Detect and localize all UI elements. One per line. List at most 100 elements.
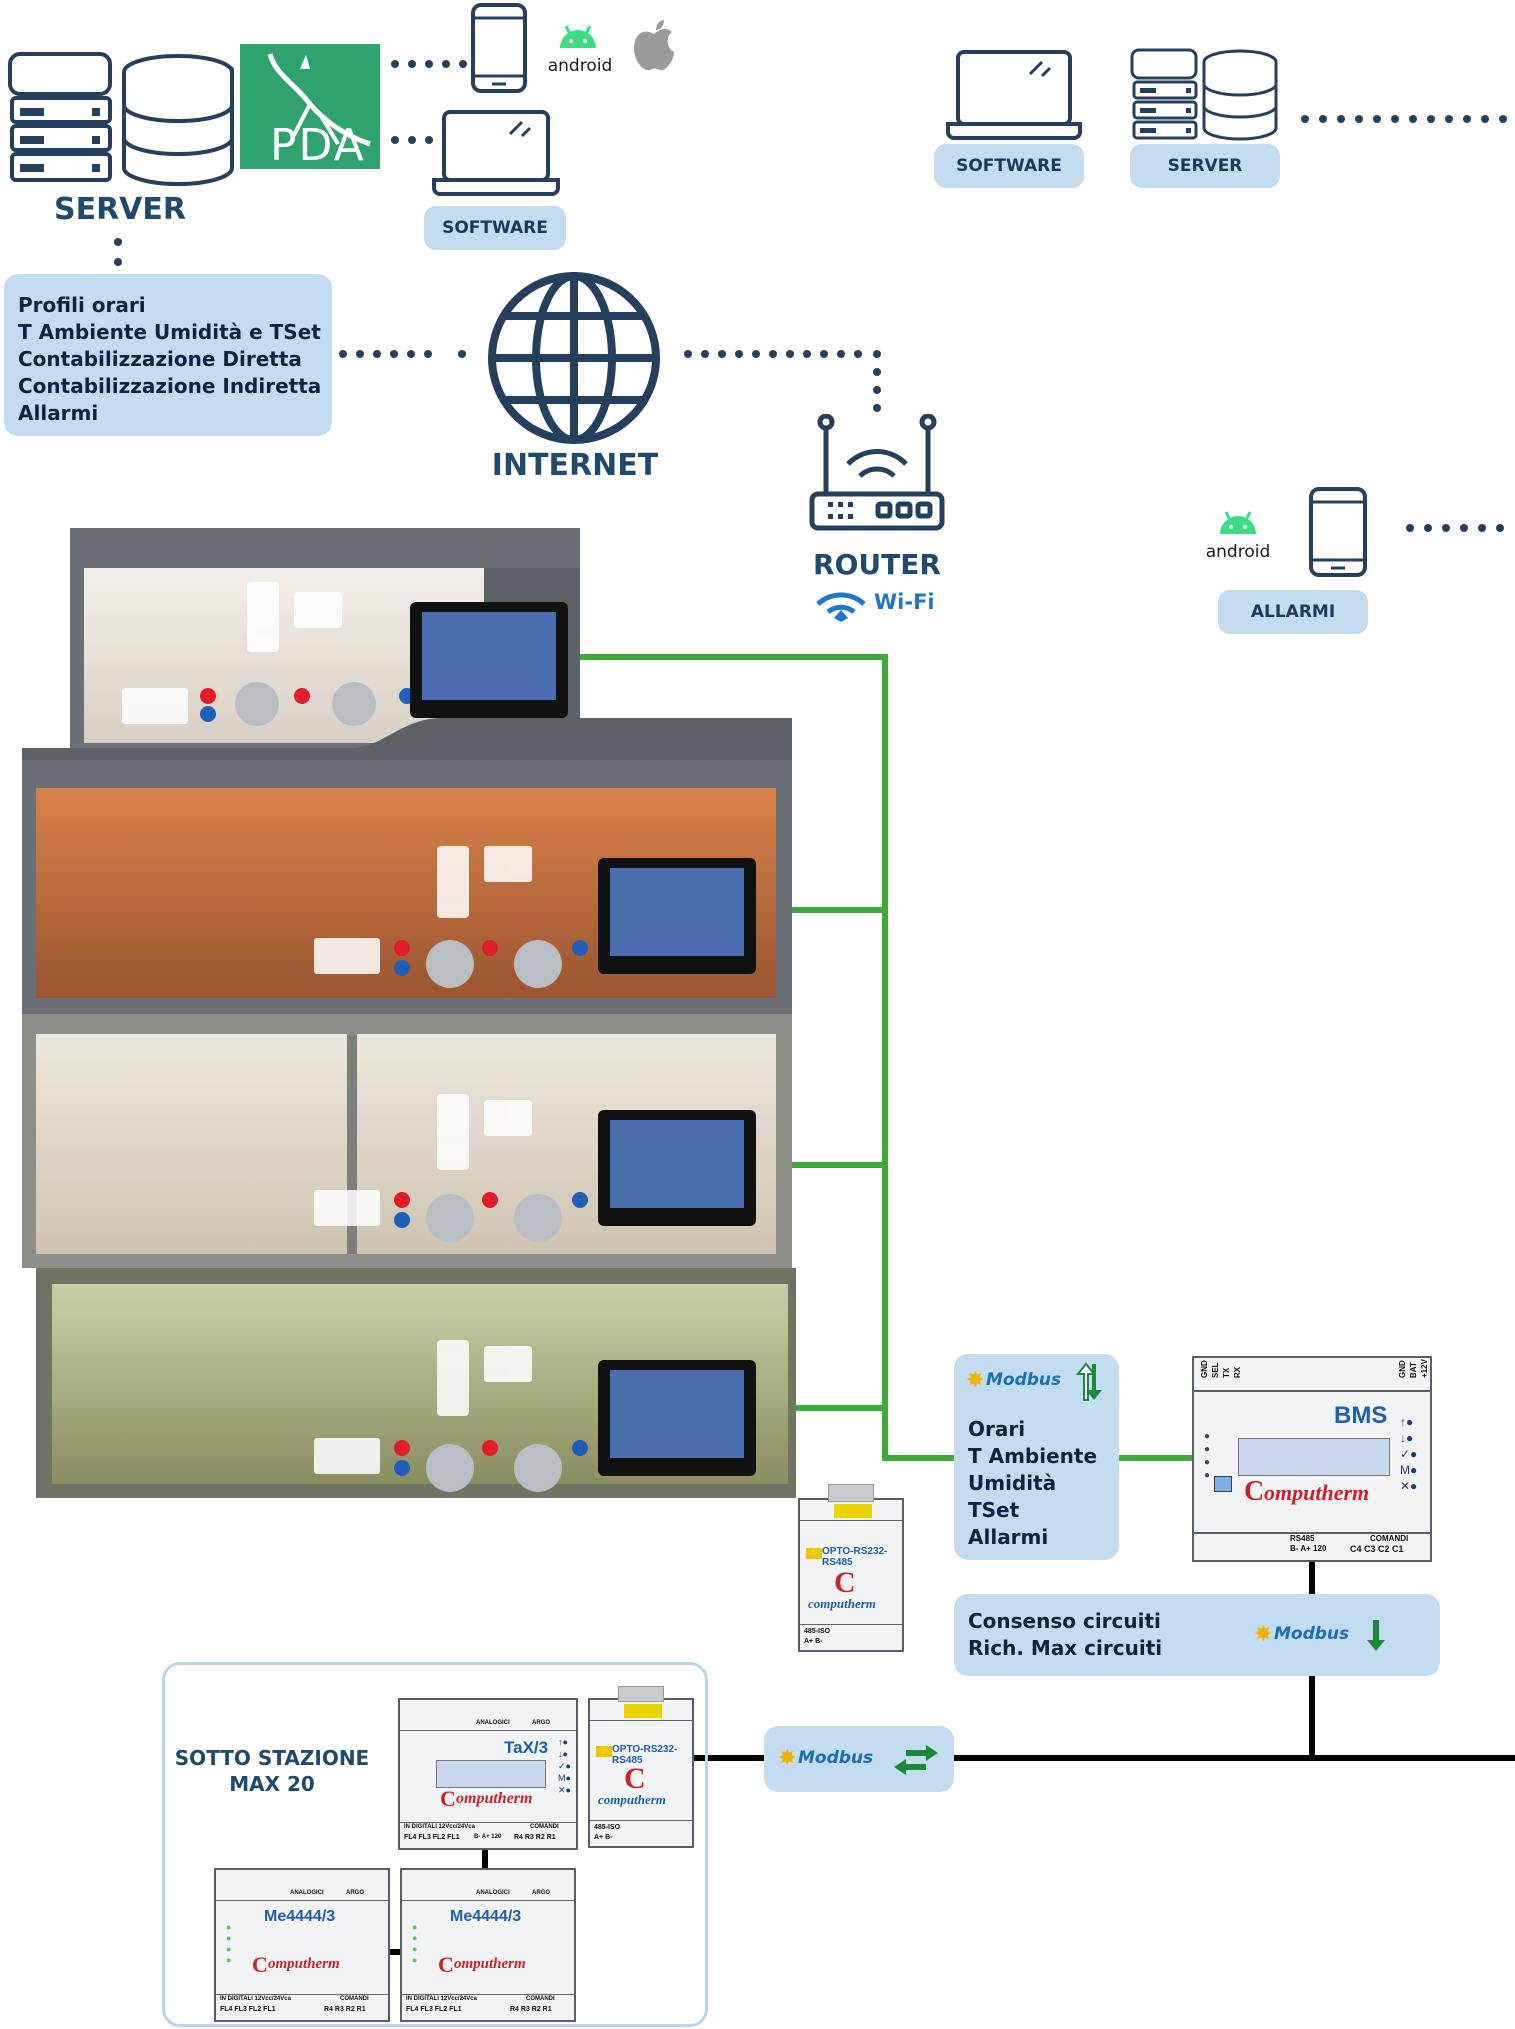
tax3-digital-label: IN DIGITALI 12Vcc/24Vca <box>404 1824 475 1830</box>
substation-frame <box>162 1662 708 2027</box>
modbus-text: Modbus <box>986 1370 1062 1390</box>
tax3-display <box>436 1760 546 1788</box>
down-arrow-icon <box>1366 1618 1386 1652</box>
server-icon-right <box>1130 48 1280 142</box>
computherm-logo-icon: C <box>834 1566 856 1599</box>
modbus-data-box: ✸ Modbus Orari T Ambiente Umidità TSet A… <box>954 1354 1119 1560</box>
swap-arrows-icon <box>892 1744 940 1776</box>
bms-terminal-left: SEL <box>1211 1362 1220 1378</box>
bms-status-leds: ●●●● <box>1204 1431 1211 1481</box>
pda-logo: PDA <box>240 44 380 171</box>
me1-comandi: COMANDI <box>340 1996 369 2002</box>
bms-rs485-sub: B- A+ 120 <box>1290 1544 1327 1553</box>
modbus-data-line: Orari <box>968 1417 1026 1441</box>
modbus-data-line: T Ambiente <box>968 1444 1098 1468</box>
me2-brand: omputherm <box>454 1956 526 1972</box>
info-box: Profili orari T Ambiente Umidità e TSet … <box>4 274 332 436</box>
modbus-data-line: TSet <box>968 1498 1020 1522</box>
router-icon <box>806 413 948 534</box>
modbus-logo: ✸ Modbus <box>778 1746 888 1771</box>
bidirectional-arrows-icon <box>1074 1362 1106 1402</box>
computherm-logo-icon: C <box>1244 1476 1265 1507</box>
bms-rs485-label: RS485 <box>1290 1534 1315 1543</box>
android-icon-right <box>1216 500 1260 540</box>
bms-terminal-left: RX <box>1233 1366 1242 1378</box>
opto-foot: 485-ISO <box>594 1824 621 1831</box>
tax3-analog-label: ANALOGICI <box>476 1720 510 1726</box>
bms-comandi-label: COMANDI <box>1370 1534 1409 1543</box>
smartphone-icon-right <box>1308 486 1368 578</box>
wifi-icon <box>814 584 868 624</box>
info-line: Profili orari <box>18 293 146 317</box>
android-icon <box>556 18 600 58</box>
laptop-icon <box>430 108 562 198</box>
tax3-comandi-sub: R4 R3 R2 R1 <box>514 1834 556 1841</box>
info-line: T Ambiente Umidità e TSet <box>18 320 321 344</box>
me1-digital-label: IN DIGITALI 12Vcc/24Vca <box>220 1996 291 2002</box>
me1-title: Me4444/3 <box>264 1908 336 1925</box>
modbus-text: Modbus <box>1274 1624 1350 1644</box>
info-line: Contabilizzazione Indiretta <box>18 374 322 398</box>
me1-comandi-sub: R4 R3 R2 R1 <box>324 2006 366 2013</box>
bms-indicator-icons: ↑●↓●✓●M●✕● <box>1400 1415 1418 1493</box>
bms-device: GND SEL TX RX GND BAT +12V BMS omputherm… <box>1192 1356 1432 1562</box>
consent-line: Rich. Max circuiti <box>968 1636 1163 1660</box>
bms-terminal-right: GND <box>1398 1360 1407 1378</box>
tax3-rs485-sub: B- A+ 120 <box>474 1834 502 1840</box>
me2-comandi-sub: R4 R3 R2 R1 <box>510 2006 552 2013</box>
smartphone-icon <box>470 2 528 94</box>
info-line: Contabilizzazione Diretta <box>18 347 302 371</box>
software-label-left: SOFTWARE <box>424 206 566 250</box>
tax3-comandi: COMANDI <box>530 1824 559 1830</box>
usb-port-icon <box>1214 1476 1232 1492</box>
me1-digital-sub: FL4 FL3 FL2 FL1 <box>220 2006 276 2013</box>
opto-foot-sub: A+ B- <box>594 1834 613 1841</box>
alarm-label: ALLARMI <box>1218 590 1368 634</box>
me2-comandi: COMANDI <box>526 1996 555 2002</box>
computherm-logo-icon: C <box>440 1786 456 1811</box>
software-label-right: SOFTWARE <box>934 144 1084 188</box>
me4444-device-1: ANALOGICI ARGO Me4444/3 ●●●● C omputherm… <box>214 1868 390 2022</box>
modbus-star-icon: ✸ <box>778 1746 797 1771</box>
bms-terminal-right: +12V <box>1420 1359 1429 1378</box>
bms-brand: omputherm <box>1264 1480 1370 1505</box>
substation-title-2: MAX 20 <box>229 1772 315 1796</box>
opto-label: OPTO-RS232-RS485 <box>612 1744 678 1766</box>
me2-digital-label: IN DIGITALI 12Vcc/24Vca <box>406 1996 477 2002</box>
bms-terminal-left: TX <box>1222 1367 1231 1378</box>
me4444-device-2: ANALOGICI ARGO Me4444/3 ●●●● C omputherm… <box>400 1868 576 2022</box>
modbus-data-line: Umidità <box>968 1471 1057 1495</box>
computherm-logo-icon: C <box>624 1762 646 1795</box>
opto-brand: computherm <box>808 1596 876 1611</box>
opto-label: OPTO-RS232-RS485 <box>822 1546 888 1568</box>
me2-analog-label: ANALOGICI <box>476 1890 510 1896</box>
tax3-title: TaX/3 <box>504 1738 549 1757</box>
opto-converter: ⚡ OPTO-RS232-RS485 C computherm 485-ISO … <box>798 1484 904 1652</box>
warning-icon: ⚡ <box>596 1746 613 1757</box>
android-text-right: android <box>1205 542 1271 562</box>
me1-analog-label: ANALOGICI <box>290 1890 324 1896</box>
modbus-data-line: Allarmi <box>968 1525 1049 1549</box>
server-label-right: SERVER <box>1130 144 1280 188</box>
globe-icon <box>484 268 664 448</box>
bms-terminal-left: GND <box>1200 1360 1209 1378</box>
me1-status-leds: ●●●● <box>226 1922 232 1965</box>
laptop-icon-right <box>944 48 1084 144</box>
tax3-indicator-icons: ↑●↓●✓●M●✕● <box>558 1737 571 1795</box>
server-stack-icon <box>6 50 246 190</box>
tax3-argo-label: ARGO <box>532 1720 550 1726</box>
bus-modbus-pill: ✸ Modbus <box>764 1726 954 1792</box>
opto-converter-substation: ⚡ OPTO-RS232-RS485 C computherm 485-ISO … <box>588 1686 694 1848</box>
dotted-connectors <box>114 60 1507 532</box>
tax3-brand: omputherm <box>456 1790 533 1807</box>
pda-logo-text: PDA <box>270 120 366 171</box>
me2-title: Me4444/3 <box>450 1908 522 1925</box>
computherm-logo-icon: C <box>438 1952 454 1977</box>
android-text: android <box>547 56 613 76</box>
wifi-label: Wi-Fi <box>874 590 935 614</box>
bms-title: BMS <box>1334 1402 1388 1429</box>
me2-argo-label: ARGO <box>532 1890 550 1896</box>
internet-label: INTERNET <box>491 448 659 483</box>
modbus-star-icon: ✸ <box>1254 1622 1273 1647</box>
consent-box: Consenso circuiti Rich. Max circuiti ✸ M… <box>954 1594 1440 1676</box>
